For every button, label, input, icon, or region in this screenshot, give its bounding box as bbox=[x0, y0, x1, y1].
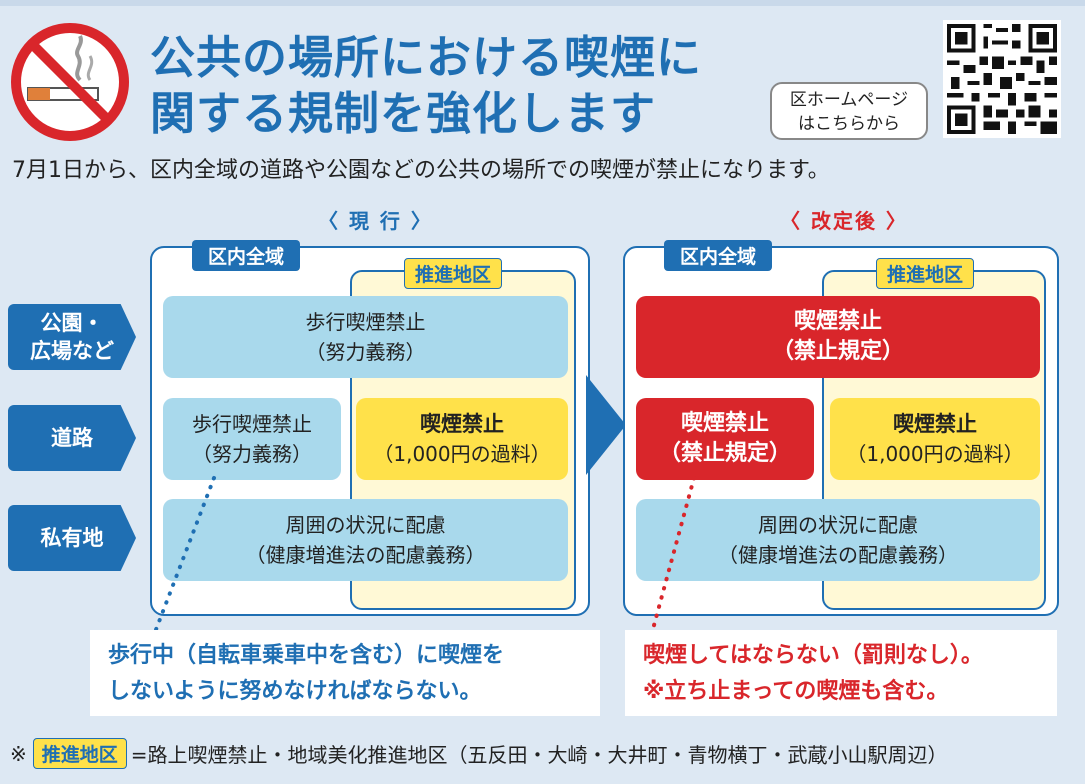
homepage-label-1: 区ホームページ bbox=[789, 90, 909, 110]
current-park-cell: 歩行喫煙禁止 （努力義務） bbox=[163, 296, 568, 378]
title-line-2: 関する規制を強化します bbox=[150, 87, 657, 140]
row-label-road-text: 道路 bbox=[51, 426, 93, 450]
revised-road-area-cell: 喫煙禁止 （禁止規定） bbox=[636, 398, 814, 480]
current-area-tag: 区内全域 bbox=[192, 240, 301, 271]
current-note: 歩行中（自転車乗車中を含む）に喫煙を しないように努めなければならない。 bbox=[90, 630, 600, 716]
revised-note-line1: 喫煙してはならない（罰則なし）。 bbox=[643, 643, 983, 668]
revised-private-line2: （健康増進法の配慮義務） bbox=[718, 543, 958, 567]
current-road-area-line2: （努力義務） bbox=[192, 442, 312, 466]
revised-road-area-line1: 喫煙禁止 bbox=[680, 411, 769, 436]
title-line-1: 公共の場所における喫煙に bbox=[150, 31, 703, 84]
revised-section-heading: 〈 改定後 〉 bbox=[780, 209, 908, 233]
current-section-heading: 〈 現 行 〉 bbox=[318, 209, 433, 233]
footer-zone-tag: 推進地区 bbox=[32, 738, 127, 769]
revised-note: 喫煙してはならない（罰則なし）。 ※立ち止まっての喫煙も含む。 bbox=[625, 630, 1057, 716]
revised-area-tag: 区内全域 bbox=[664, 240, 773, 271]
current-road-zone-line2: （1,000円の過料） bbox=[373, 442, 551, 466]
current-road-area-line1: 歩行喫煙禁止 bbox=[192, 412, 312, 436]
revised-zone-tag: 推進地区 bbox=[876, 258, 975, 289]
current-note-line1: 歩行中（自転車乗車中を含む）に喫煙を bbox=[108, 643, 505, 668]
revised-park-cell: 喫煙禁止 （禁止規定） bbox=[636, 296, 1040, 378]
revised-park-line2: （禁止規定） bbox=[771, 339, 904, 364]
homepage-label-2: はこちらから bbox=[798, 114, 900, 134]
top-rule bbox=[0, 0, 1085, 6]
revised-road-area-line2: （禁止規定） bbox=[658, 441, 791, 466]
revised-road-zone-line2: （1,000円の過料） bbox=[846, 442, 1024, 466]
current-private-line1: 周囲の状況に配慮 bbox=[285, 513, 446, 537]
current-park-line2: （努力義務） bbox=[305, 340, 426, 364]
current-private-cell: 周囲の状況に配慮 （健康増進法の配慮義務） bbox=[163, 499, 568, 581]
row-label-road: 道路 bbox=[8, 405, 136, 471]
current-park-line1: 歩行喫煙禁止 bbox=[305, 310, 426, 334]
qr-code-icon[interactable] bbox=[943, 20, 1061, 138]
revised-private-line1: 周囲の状況に配慮 bbox=[758, 513, 918, 537]
footer-mark: ※ bbox=[10, 741, 27, 766]
no-smoking-icon bbox=[11, 23, 129, 141]
current-road-zone-cell: 喫煙禁止 （1,000円の過料） bbox=[356, 398, 568, 480]
homepage-link-box[interactable]: 区ホームページ はこちらから bbox=[770, 82, 928, 140]
current-note-line2: しないように努めなければならない。 bbox=[108, 679, 482, 704]
revised-road-zone-line1: 喫煙禁止 bbox=[893, 412, 977, 436]
current-road-zone-line1: 喫煙禁止 bbox=[420, 412, 504, 436]
revised-private-cell: 周囲の状況に配慮 （健康増進法の配慮義務） bbox=[636, 499, 1040, 581]
footer-note: ※ 推進地区 =路上喫煙禁止・地域美化推進地区（五反田・大崎・大井町・青物横丁・… bbox=[10, 738, 948, 769]
right-arrow-icon bbox=[586, 375, 626, 475]
current-road-area-cell: 歩行喫煙禁止 （努力義務） bbox=[163, 398, 341, 480]
current-private-line2: （健康増進法の配慮義務） bbox=[245, 543, 486, 567]
revised-road-zone-cell: 喫煙禁止 （1,000円の過料） bbox=[830, 398, 1040, 480]
current-zone-tag: 推進地区 bbox=[404, 258, 503, 289]
subtitle: 7月1日から、区内全域の道路や公園などの公共の場所での喫煙が禁止になります。 bbox=[12, 158, 830, 183]
row-label-private: 私有地 bbox=[8, 505, 136, 571]
row-label-park-text: 公園・ 広場など bbox=[30, 311, 114, 363]
row-label-private-text: 私有地 bbox=[40, 526, 104, 550]
footer-text: =路上喫煙禁止・地域美化推進地区（五反田・大崎・大井町・青物横丁・武蔵小山駅周辺… bbox=[130, 743, 948, 767]
row-label-park: 公園・ 広場など bbox=[8, 304, 136, 370]
revised-note-line2: ※立ち止まっての喫煙も含む。 bbox=[643, 679, 949, 704]
revised-park-line1: 喫煙禁止 bbox=[793, 309, 882, 334]
